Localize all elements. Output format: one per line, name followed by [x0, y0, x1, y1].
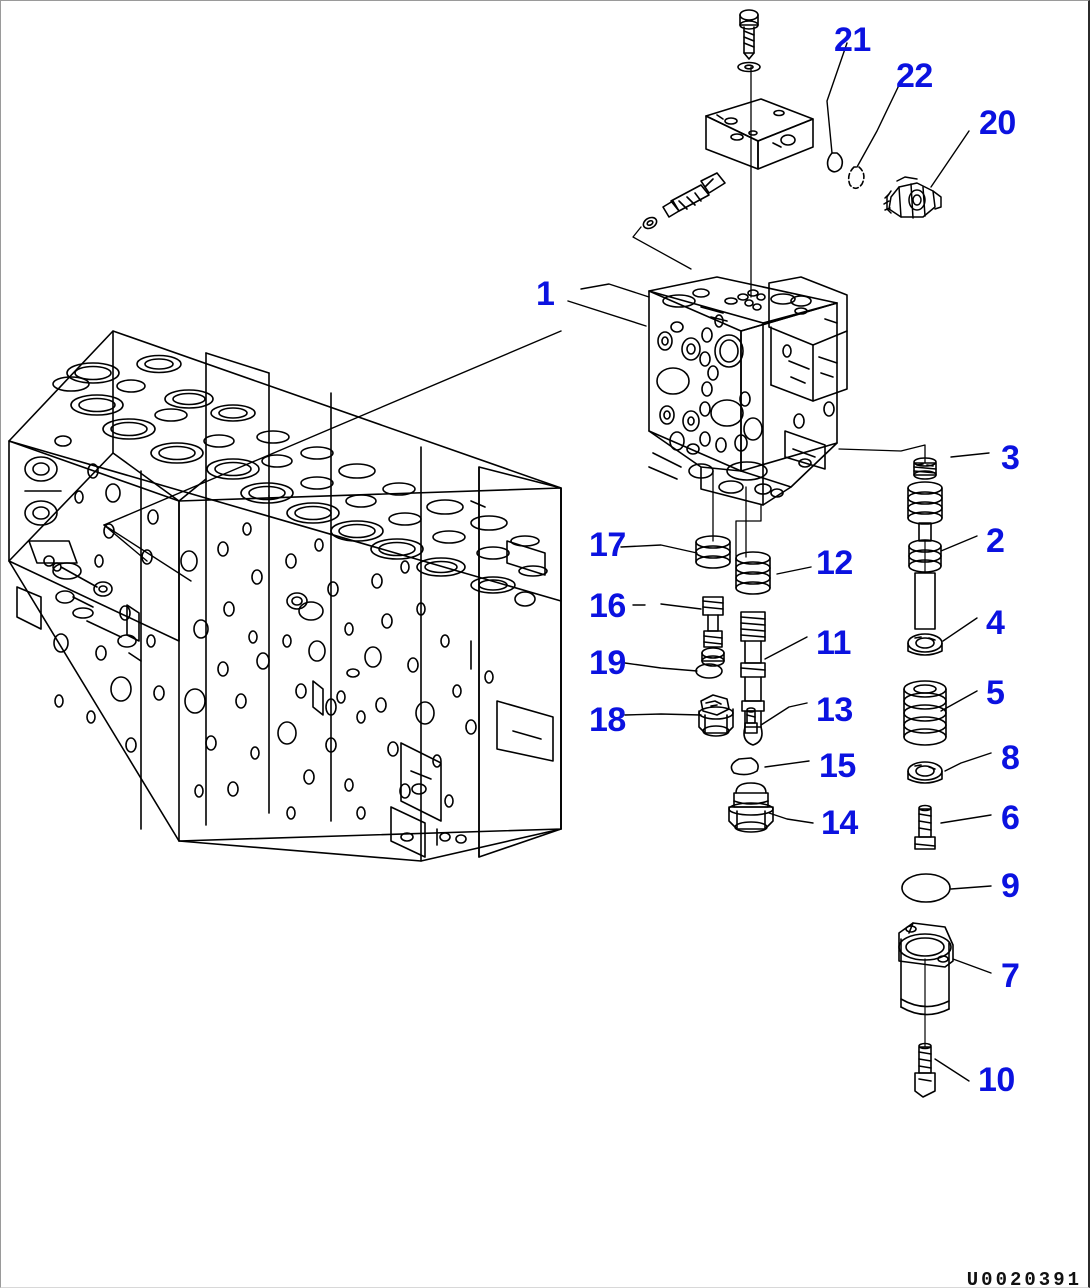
right-end-bracket	[390, 466, 562, 858]
callout-8: 8	[1001, 739, 1020, 777]
callout-10: 10	[978, 1061, 1015, 1099]
callout-15: 15	[819, 747, 856, 785]
connector-fitting-20	[883, 176, 942, 219]
top-cover-assembly	[632, 9, 814, 298]
callout-3: 3	[1001, 439, 1020, 477]
callout-18: 18	[589, 701, 626, 739]
valve-body-section	[648, 276, 848, 506]
bolt-top	[739, 9, 759, 60]
callout-21: 21	[834, 21, 871, 59]
washer-side	[642, 216, 658, 230]
o-ring-9	[901, 873, 951, 903]
poppet-valve-11	[740, 611, 766, 746]
spring-12	[735, 551, 771, 595]
plug-nut-14	[728, 782, 774, 833]
check-valve-16	[701, 596, 725, 667]
return-spring-5	[903, 680, 947, 746]
drain-plug-10	[914, 1014, 936, 1098]
spool-assembly-2	[907, 481, 943, 630]
bolt-6	[914, 804, 936, 850]
washer-top	[737, 61, 761, 73]
stem-lines	[712, 470, 762, 562]
spring-17	[695, 535, 731, 569]
callout-19: 19	[589, 644, 626, 682]
callout-leaders	[580, 42, 992, 1082]
main-valve-block	[8, 330, 562, 862]
callout-14: 14	[821, 804, 858, 842]
front-face-detail	[16, 435, 494, 820]
valve-body-ports	[648, 314, 784, 498]
callout-17: 17	[589, 526, 626, 564]
drawing-number: U0020391	[966, 1269, 1082, 1288]
callout-16: 16	[589, 587, 626, 625]
callout-12: 12	[816, 544, 853, 582]
retainer-nut-3	[913, 457, 937, 480]
callout-22: 22	[896, 57, 933, 95]
callout-5: 5	[986, 674, 1005, 712]
callout-2: 2	[986, 522, 1005, 560]
filter-housing-7	[898, 922, 954, 1016]
callout-7: 7	[1001, 957, 1020, 995]
callout-9: 9	[1001, 867, 1020, 905]
bolt-side	[662, 172, 726, 218]
callout-20: 20	[979, 104, 1016, 142]
callout-4: 4	[986, 604, 1005, 642]
leader-line-1	[103, 300, 647, 582]
callout-11: 11	[816, 624, 851, 662]
pin-13	[744, 707, 758, 734]
o-ring-22	[847, 166, 865, 190]
o-ring-21	[826, 152, 844, 173]
callout-1: 1	[536, 275, 555, 313]
hex-plug-18	[698, 694, 734, 737]
callout-6: 6	[1001, 799, 1020, 837]
washer-seat-8	[907, 761, 943, 784]
spring-seat-4	[907, 633, 943, 656]
callout-13: 13	[816, 691, 853, 729]
seal-ring-15	[730, 757, 759, 776]
top-face-ports	[52, 354, 548, 594]
cover-block	[705, 98, 814, 170]
